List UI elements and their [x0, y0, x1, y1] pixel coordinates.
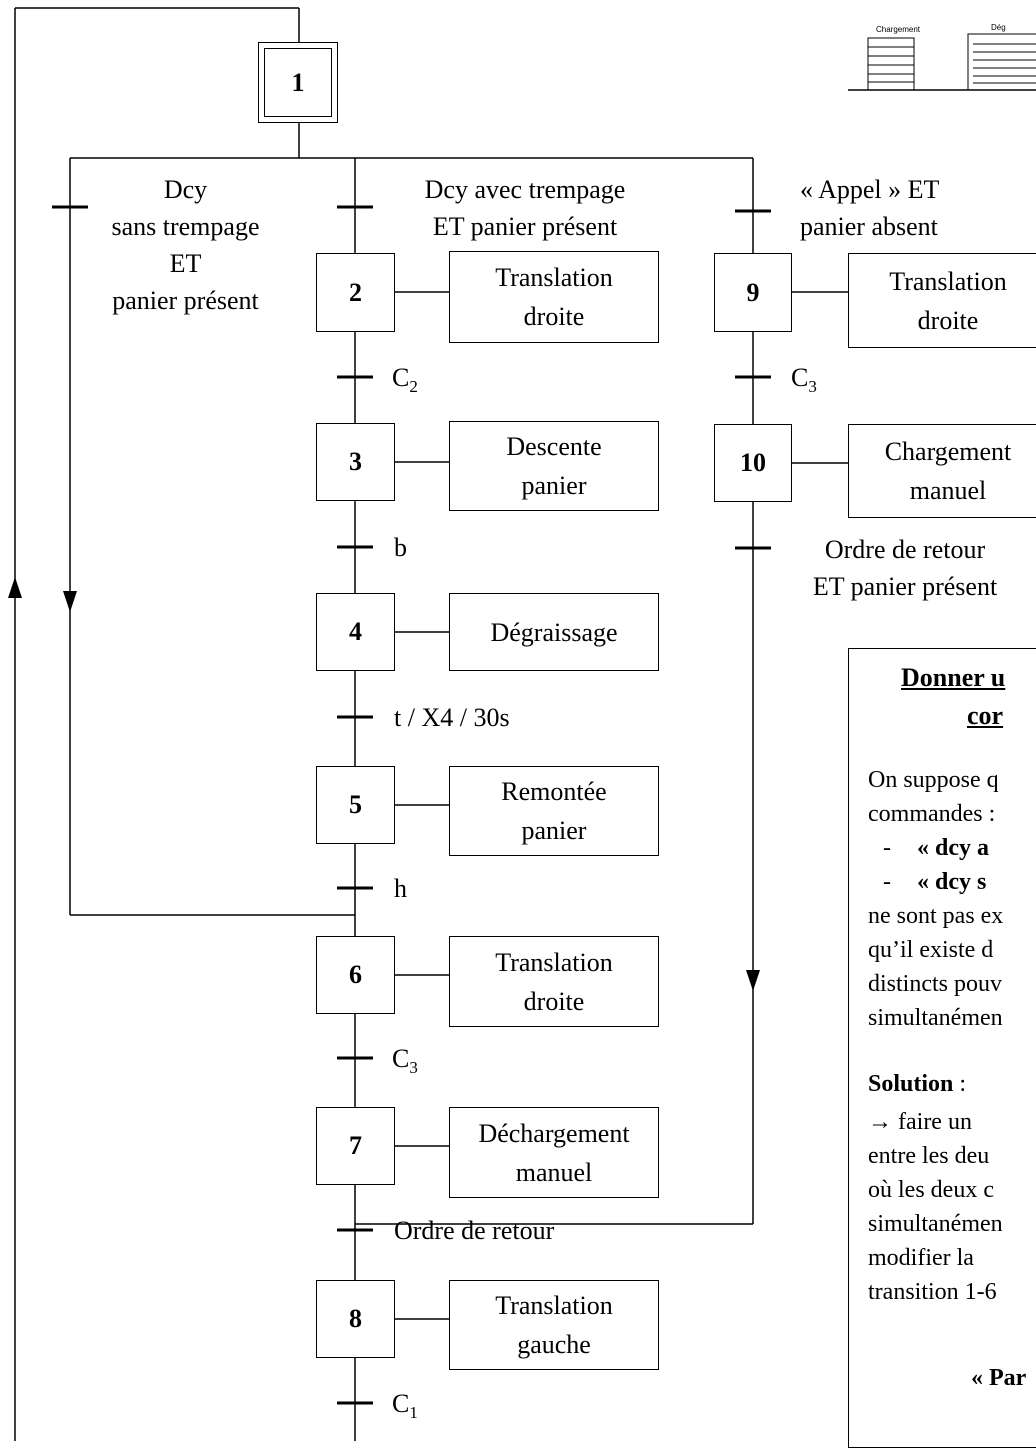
exercise-note: Donner u cor On suppose q commandes : - …: [848, 648, 1036, 1448]
installation-sketch: Chargement Dég: [848, 23, 1036, 91]
note-line: « Par: [971, 1365, 1027, 1391]
transition-label-3-4: b: [394, 533, 407, 562]
note-line: simultanémen: [868, 1005, 1003, 1031]
note-line: modifier la: [868, 1245, 974, 1271]
note-line: qu’il existe d: [868, 937, 994, 963]
mini-label-degrease: Dég: [991, 23, 1006, 32]
step-2: 2: [316, 253, 395, 332]
note-line: simultanémen: [868, 1211, 1003, 1237]
transition-label-7-8: Ordre de retour: [394, 1216, 555, 1245]
note-heading-2: cor: [967, 701, 1004, 730]
note-line: On suppose q: [868, 767, 999, 793]
transition-label-4-5: t / X4 / 30s: [394, 703, 510, 732]
note-line: transition 1-6: [868, 1279, 997, 1305]
step-9: 9: [714, 253, 792, 332]
action-step-4: Dégraissage: [449, 593, 659, 671]
transition-label-right: « Appel » ET panier absent: [800, 175, 940, 241]
step-3: 3: [316, 423, 395, 501]
initial-step-1: 1: [258, 42, 338, 123]
note-line: → faire un: [868, 1109, 972, 1135]
step-7: 7: [316, 1107, 395, 1185]
note-bullet: « dcy a: [917, 835, 989, 861]
note-heading-1: Donner u: [901, 663, 1006, 692]
note-bullet: « dcy s: [917, 869, 987, 895]
transition-label-6-7: C3: [392, 1044, 418, 1078]
step-6: 6: [316, 936, 395, 1014]
transition-label-10-return: Ordre de retour ET panier présent: [812, 535, 998, 601]
step-4: 4: [316, 593, 395, 671]
transition-label-left: Dcy sans trempage ET panier présent: [111, 175, 260, 315]
note-solution: Solution :: [868, 1071, 967, 1097]
transition-label-5-6: h: [394, 874, 407, 903]
note-bullet-dash: -: [883, 869, 891, 895]
transition-label-2-3: C2: [392, 363, 418, 397]
transition-label-mid: Dcy avec trempage ET panier présent: [424, 175, 626, 241]
step-5: 5: [316, 766, 395, 844]
mini-label-load: Chargement: [876, 25, 921, 34]
note-line: entre les deu: [868, 1143, 990, 1169]
note-line: où les deux c: [868, 1177, 994, 1203]
transition-label-9-10: C3: [791, 363, 817, 397]
step-number: 1: [264, 48, 332, 117]
step-8: 8: [316, 1280, 395, 1358]
arrow-up-icon: [8, 577, 22, 598]
arrow-down-icon: [746, 970, 760, 991]
step-10: 10: [714, 424, 792, 502]
note-line: commandes :: [868, 801, 996, 827]
arrow-down-icon: [63, 591, 77, 612]
transition-label-8-1: C1: [392, 1389, 418, 1423]
note-bullet-dash: -: [883, 835, 891, 861]
note-line: ne sont pas ex: [868, 903, 1004, 929]
note-line: distincts pouv: [868, 971, 1003, 997]
